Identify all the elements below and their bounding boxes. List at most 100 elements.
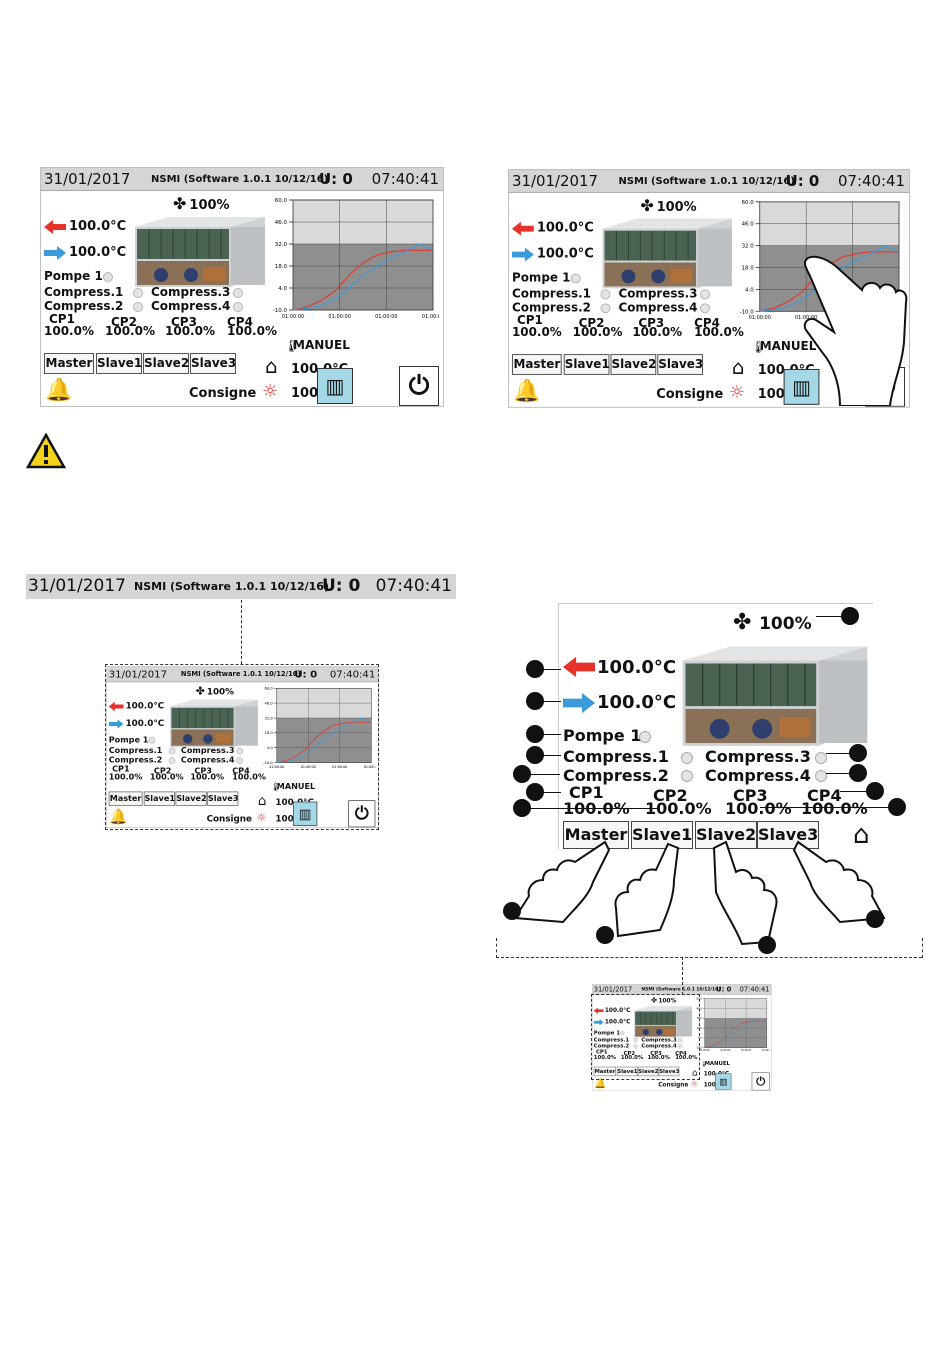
y-tick-label: -10.0 bbox=[263, 761, 273, 765]
compress4-led-icon bbox=[236, 757, 244, 764]
callout-dot bbox=[526, 783, 544, 801]
outlet-temp: 100.0°C bbox=[69, 219, 127, 234]
panel-thumb: 31/01/2017 NSMI (Software 1.0.1 10/12/16… bbox=[592, 984, 772, 1091]
hmi-screen: 31/01/2017 NSMI (Software 1.0.1 10/12/16… bbox=[106, 666, 379, 828]
power-button[interactable]: ⏻ bbox=[751, 1072, 770, 1091]
y-tick-label: -10.0 bbox=[696, 1047, 703, 1050]
callout-dot bbox=[503, 902, 521, 920]
compress3-led-icon bbox=[677, 1037, 683, 1043]
slave1-button[interactable]: Slave1 bbox=[616, 1066, 638, 1077]
mode-label: MANUEL bbox=[276, 781, 316, 791]
compress3-label: Compress.3 bbox=[705, 747, 811, 766]
y-tick-label: 4.0 bbox=[745, 287, 754, 293]
date-label: 31/01/2017 bbox=[28, 576, 126, 596]
power-button[interactable]: ⏻ bbox=[399, 366, 439, 406]
series-line bbox=[292, 243, 434, 311]
inlet-temp: 100.0°C bbox=[125, 718, 165, 729]
sun-icon: ☼ bbox=[262, 381, 279, 402]
callout-dot bbox=[841, 607, 859, 625]
home-icon: ⌂ bbox=[853, 820, 870, 850]
inlet-temp: 100.0°C bbox=[69, 245, 127, 260]
compress1-label: Compress.1 bbox=[108, 745, 163, 756]
x-tick-label: 01:00:00 bbox=[700, 1049, 711, 1052]
leader-dashed bbox=[496, 957, 922, 958]
master-button[interactable]: Master bbox=[593, 1066, 617, 1077]
user-label: U: 0 bbox=[319, 170, 353, 188]
inlet-temp: 100.0°C bbox=[597, 692, 677, 713]
fan-icon: ✤ bbox=[195, 684, 205, 698]
slave1-button[interactable]: Slave1 bbox=[143, 791, 175, 806]
cp1-value: 100.0% bbox=[593, 1053, 617, 1061]
fan-icon: ✤ bbox=[733, 610, 760, 635]
manual-book-button[interactable]: ▥ bbox=[715, 1073, 732, 1090]
slave3-button[interactable]: Slave3 bbox=[190, 353, 236, 374]
cp2-label: CP2 bbox=[653, 786, 688, 805]
master-button[interactable]: Master bbox=[511, 354, 562, 375]
inlet-arrow-icon bbox=[44, 246, 66, 260]
bell-icon[interactable]: 🔔 bbox=[594, 1077, 607, 1090]
y-tick-label: 60.0 bbox=[275, 198, 288, 204]
leader-dashed bbox=[496, 938, 497, 958]
outlet-arrow-icon bbox=[563, 656, 595, 678]
bell-icon[interactable]: 🔔 bbox=[45, 378, 73, 403]
slave2-button[interactable]: Slave2 bbox=[637, 1066, 659, 1077]
cp4-label: CP4 bbox=[227, 315, 253, 329]
pump-label-text: Pompe 1 bbox=[511, 270, 571, 285]
x-tick-label: 01:00:00 bbox=[795, 315, 817, 321]
manual-book-button[interactable]: ▥ bbox=[783, 368, 820, 405]
cp3-value: 100.0% bbox=[165, 324, 215, 338]
series-line bbox=[704, 1017, 767, 1048]
cp3-value: 100.0% bbox=[647, 1053, 670, 1061]
compress4-led-icon bbox=[700, 303, 710, 314]
callout-dot bbox=[513, 799, 531, 817]
manual-book-button[interactable]: ▥ bbox=[292, 801, 318, 826]
software-label: NSMI (Software 1.0.1 10/12/16) bbox=[618, 175, 795, 187]
software-label: NSMI (Software 1.0.1 10/12/16) bbox=[151, 174, 329, 185]
cp4-value: 100.0% bbox=[232, 771, 266, 782]
bell-icon[interactable]: 🔔 bbox=[512, 378, 541, 404]
y-tick-label: 60.0 bbox=[742, 200, 755, 206]
manual-book-button[interactable]: ▥ bbox=[317, 368, 353, 404]
callout-dot bbox=[866, 782, 884, 800]
chiller-unit-image bbox=[170, 699, 258, 747]
hmi-screen: 31/01/2017 NSMI (Software 1.0.1 10/12/16… bbox=[592, 984, 772, 1091]
y-tick-label: -10.0 bbox=[740, 309, 755, 315]
pump-label: Pompe 1 bbox=[44, 269, 113, 283]
compress3-led-icon bbox=[700, 289, 710, 300]
cp2-value: 100.0% bbox=[105, 324, 155, 338]
compress1-label: Compress.1 bbox=[511, 286, 591, 301]
slave1-button[interactable]: Slave1 bbox=[631, 821, 693, 849]
pump-label-text: Pompe 1 bbox=[44, 269, 103, 283]
slave2-button[interactable]: Slave2 bbox=[610, 354, 656, 375]
time-label: 07:40:41 bbox=[739, 985, 770, 994]
callout-dot bbox=[866, 910, 884, 928]
slave2-button[interactable]: Slave2 bbox=[175, 791, 207, 806]
press-hand-icon bbox=[614, 842, 680, 938]
slave3-button[interactable]: Slave3 bbox=[657, 354, 703, 375]
power-button[interactable]: ⏻ bbox=[348, 800, 376, 828]
outlet-arrow-icon bbox=[511, 221, 534, 236]
bell-icon[interactable]: 🔔 bbox=[109, 808, 128, 826]
chiller-unit-image bbox=[135, 217, 265, 287]
plot-frame bbox=[276, 688, 372, 763]
consigne-label: Consigne bbox=[189, 386, 257, 401]
compress4-led-icon bbox=[233, 302, 243, 312]
slave1-button[interactable]: Slave1 bbox=[563, 354, 610, 375]
slave3-button[interactable]: Slave3 bbox=[757, 821, 819, 849]
slave1-button[interactable]: Slave1 bbox=[96, 353, 142, 374]
user-label: U: 0 bbox=[322, 576, 361, 596]
home-icon: ⌂ bbox=[692, 1067, 698, 1078]
cp3-label: CP3 bbox=[733, 786, 768, 805]
master-button[interactable]: Master bbox=[108, 791, 143, 806]
slave3-button[interactable]: Slave3 bbox=[658, 1066, 680, 1077]
slave2-button[interactable]: Slave2 bbox=[143, 353, 189, 374]
slave3-button[interactable]: Slave3 bbox=[207, 791, 238, 806]
series-line bbox=[276, 721, 372, 763]
cp2-label: CP2 bbox=[578, 316, 605, 331]
master-button[interactable]: Master bbox=[44, 353, 94, 374]
x-tick-label: 01:00:00 bbox=[375, 314, 397, 320]
cp4-value: 100.0% bbox=[694, 325, 744, 340]
